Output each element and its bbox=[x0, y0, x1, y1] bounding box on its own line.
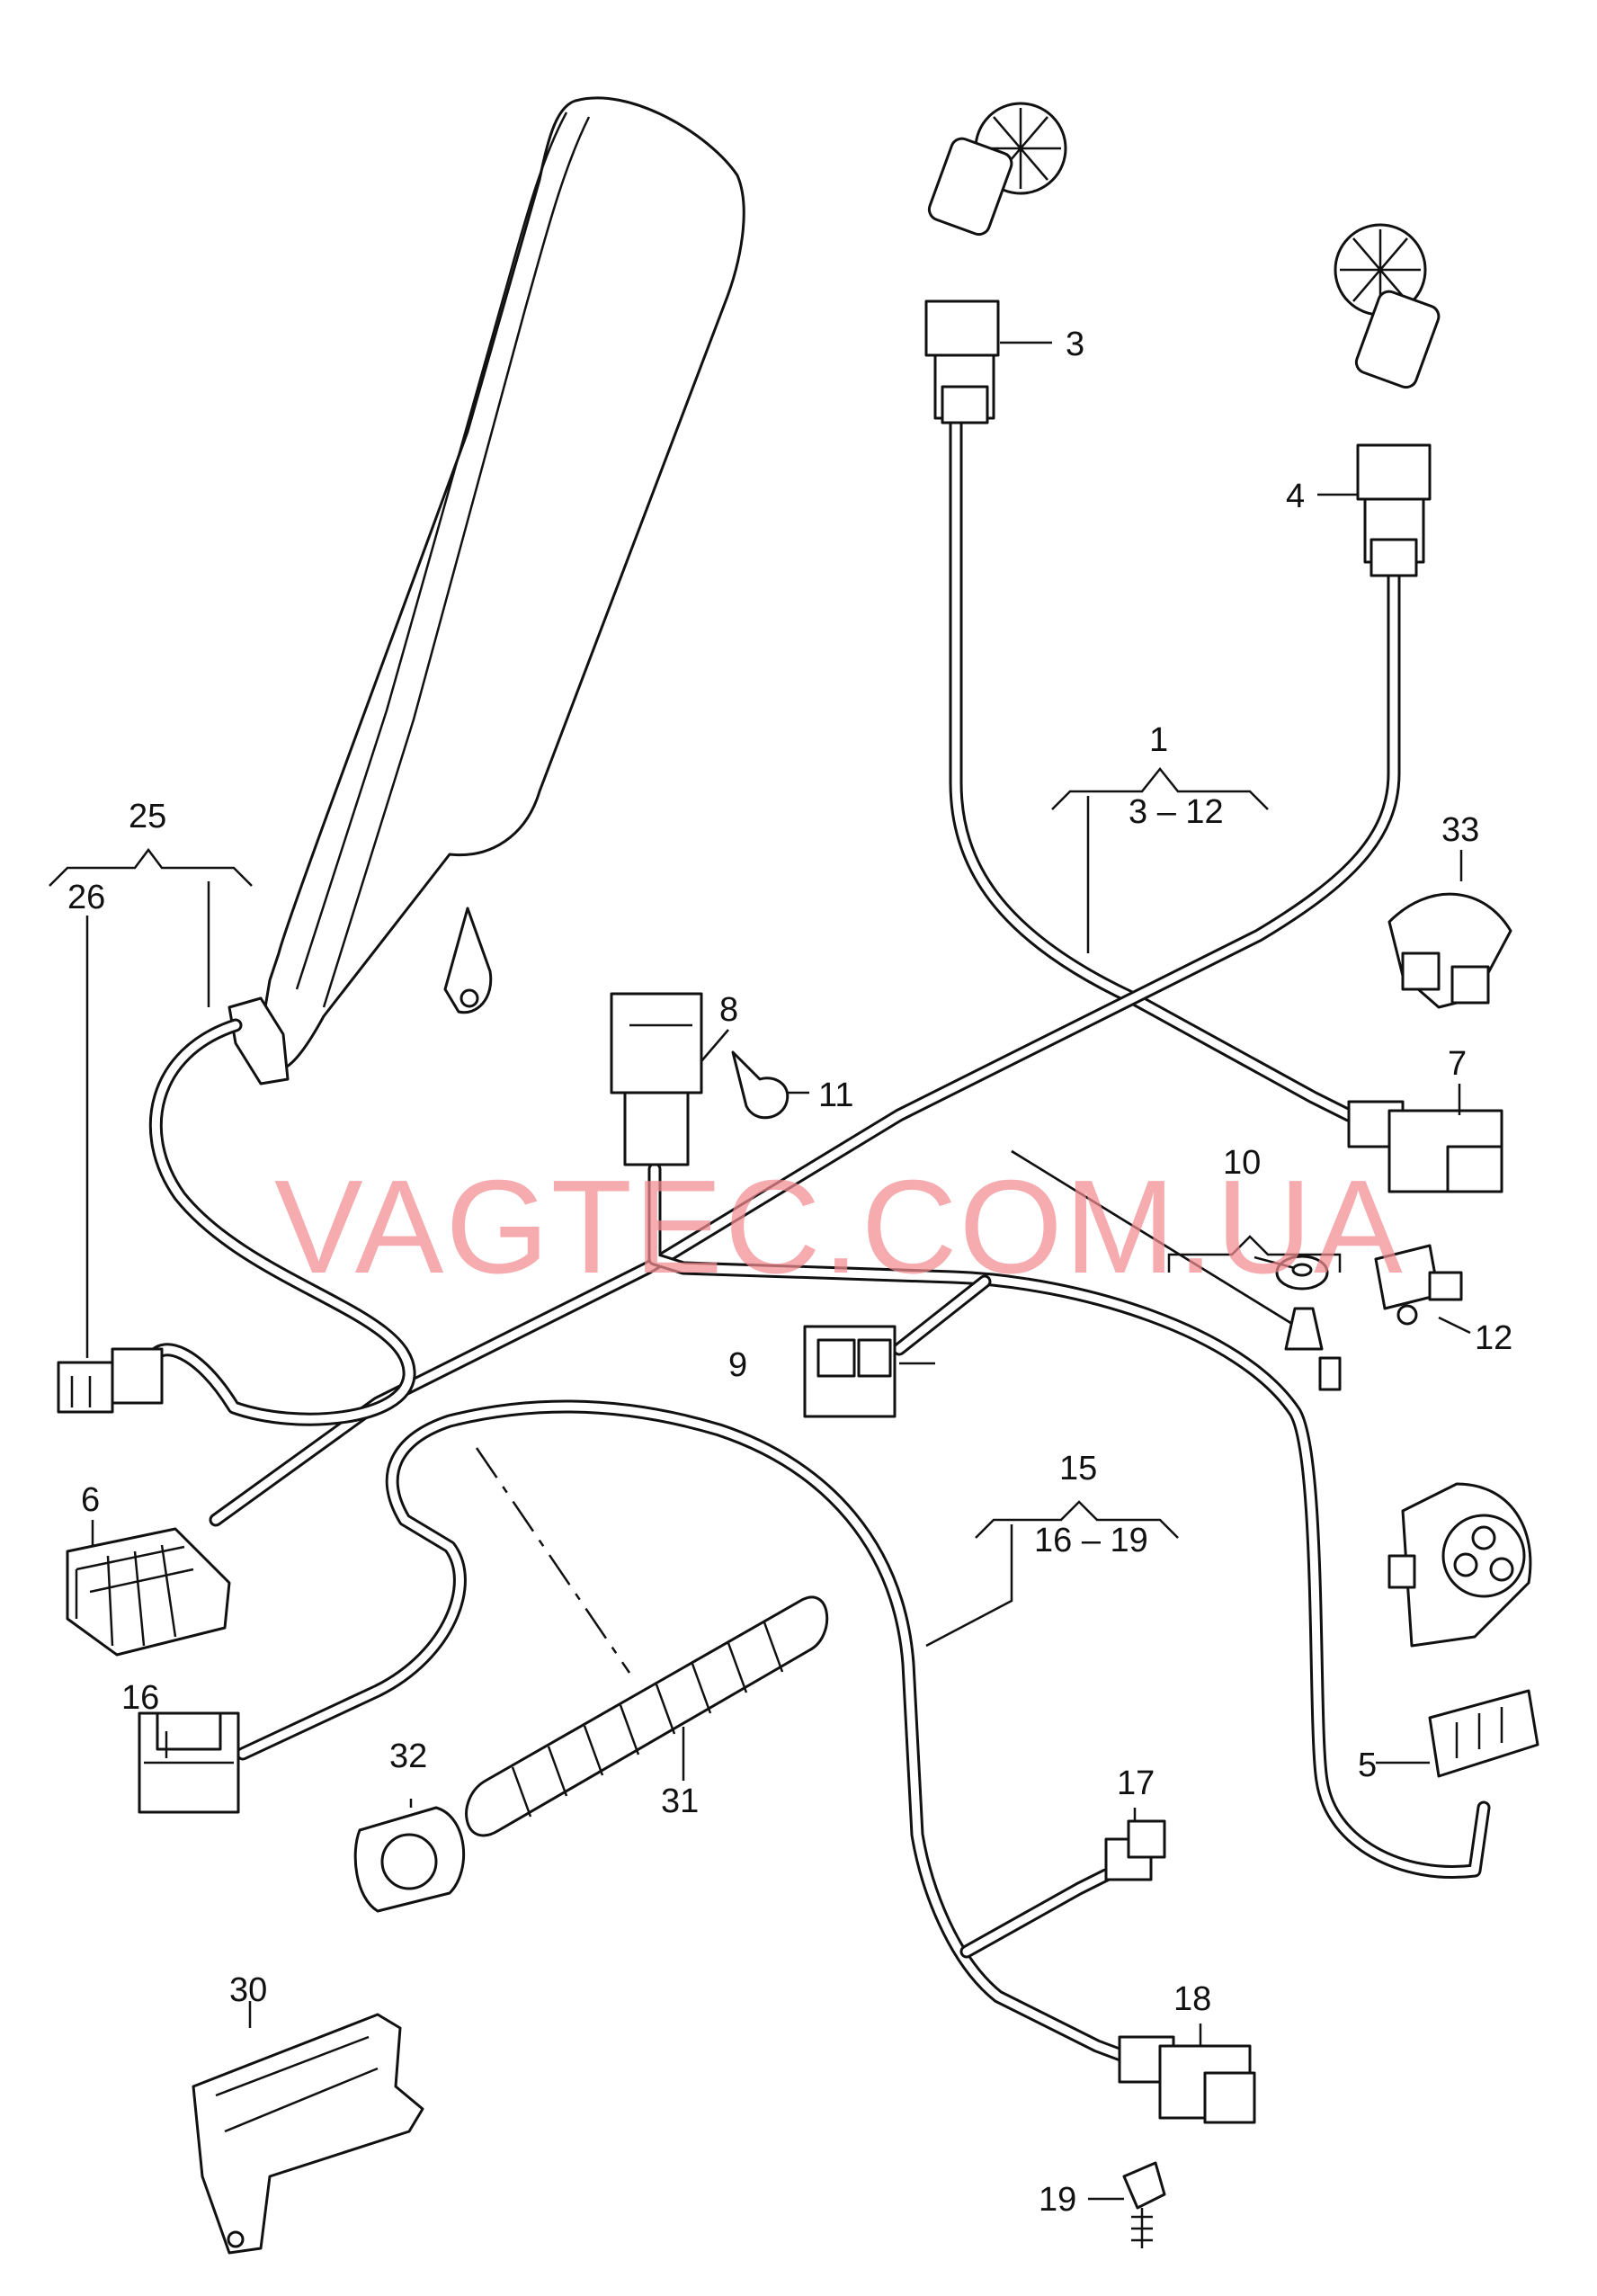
connector-6 bbox=[66, 1527, 231, 1657]
connector-26 bbox=[57, 1347, 164, 1414]
connector-5 bbox=[1387, 1482, 1539, 1778]
callout-11: 11 bbox=[818, 1077, 853, 1114]
cable-tie-10 bbox=[1011, 1149, 1342, 1391]
clip-19 bbox=[1122, 2161, 1166, 2248]
callout-25: 25 bbox=[129, 798, 166, 835]
callout-19: 19 bbox=[1039, 2181, 1076, 2219]
connector-7 bbox=[1347, 1100, 1503, 1193]
side-airbag-module bbox=[228, 96, 745, 1085]
callout-7: 7 bbox=[1448, 1045, 1467, 1083]
clip-11 bbox=[731, 1050, 790, 1120]
callout-32: 32 bbox=[389, 1738, 427, 1775]
callout-5: 5 bbox=[1358, 1747, 1377, 1784]
connector-9 bbox=[803, 1325, 897, 1418]
connector-16 bbox=[138, 1711, 240, 1814]
callout-30: 30 bbox=[229, 1971, 267, 2009]
callout-18: 18 bbox=[1173, 1980, 1211, 2018]
callout-1: 1 bbox=[1149, 721, 1168, 759]
grommet-32 bbox=[353, 1806, 466, 1913]
callout-12: 12 bbox=[1475, 1319, 1512, 1357]
bracket-30 bbox=[192, 2013, 424, 2255]
callout-3: 3 bbox=[1066, 326, 1084, 363]
callout-15-range: 16 – 19 bbox=[1034, 1522, 1148, 1559]
connector-18 bbox=[1118, 2035, 1256, 2124]
callout-1-range: 3 – 12 bbox=[1129, 793, 1224, 831]
callout-4: 4 bbox=[1286, 478, 1305, 515]
callout-17: 17 bbox=[1117, 1764, 1155, 1802]
callout-10: 10 bbox=[1223, 1144, 1261, 1182]
callout-33: 33 bbox=[1441, 811, 1479, 849]
connector-17 bbox=[1104, 1819, 1166, 1881]
callout-8: 8 bbox=[719, 991, 738, 1029]
watermark: VAGTEC.COM.UA bbox=[274, 1153, 1405, 1301]
callout-15: 15 bbox=[1059, 1450, 1097, 1487]
callout-9: 9 bbox=[728, 1346, 747, 1384]
wiring-harness bbox=[146, 415, 1491, 2067]
callout-6: 6 bbox=[81, 1481, 100, 1519]
connector-3 bbox=[924, 299, 1000, 424]
callout-26: 26 bbox=[67, 879, 105, 916]
callout-16: 16 bbox=[121, 1679, 159, 1717]
connector-4 bbox=[1356, 443, 1432, 577]
connector-8 bbox=[610, 992, 703, 1166]
squib-connector-icon-2 bbox=[1334, 223, 1441, 389]
leader-lines bbox=[49, 341, 1471, 2201]
connector-12 bbox=[1374, 1244, 1463, 1326]
callout-31: 31 bbox=[661, 1782, 699, 1820]
clip-33 bbox=[1387, 892, 1512, 1009]
convoluted-tube-31 bbox=[465, 1447, 829, 1837]
squib-connector-icon-1 bbox=[927, 102, 1067, 237]
callout-labels: 1 3 – 12 3 4 5 6 7 8 9 10 11 12 15 16 – … bbox=[67, 326, 1512, 2219]
